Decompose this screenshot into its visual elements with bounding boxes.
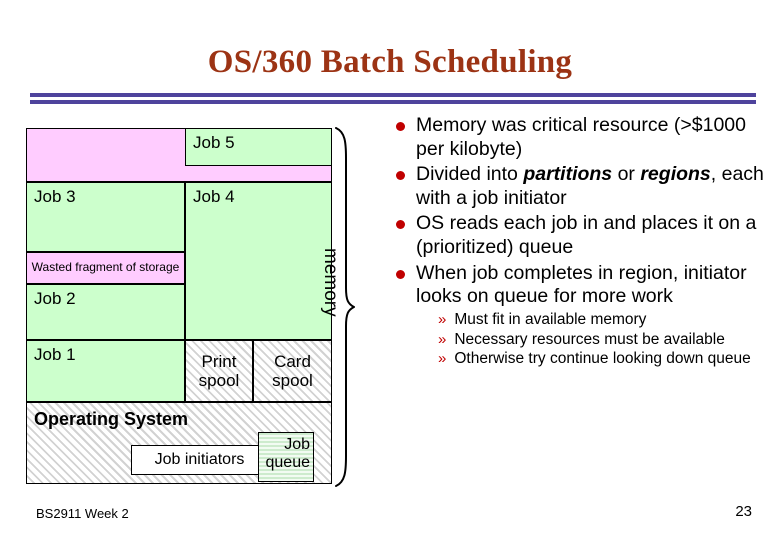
bullet-disc-icon	[396, 122, 405, 131]
bullet-disc-icon	[396, 171, 405, 181]
memory-block-card-spool: Card spool	[253, 340, 332, 402]
slide-number: 23	[735, 503, 752, 520]
bullet-text: Divided into partitions or regions, each…	[416, 163, 768, 210]
bullet-text-emphasis: regions	[640, 163, 711, 186]
bullet-disc-icon	[396, 269, 405, 279]
bullet-item: Divided into partitions or regions, each…	[396, 163, 768, 210]
memory-block-print-spool: Print spool	[185, 340, 253, 402]
memory-block-job-queue: Job queue	[258, 432, 314, 482]
memory-block-job4: Job 4	[185, 182, 332, 340]
page-title: OS/360 Batch Scheduling	[207, 44, 573, 80]
bullet-text-emphasis: partitions	[523, 163, 613, 186]
memory-block-job2: Job 2	[26, 284, 185, 340]
title-divider-bar-bottom	[30, 100, 756, 104]
sub-bullet-item: » Necessary resources must be available	[396, 331, 768, 350]
bullet-guillemet-icon: »	[438, 330, 447, 348]
memory-block-job-initiators: Job initiators	[131, 445, 268, 475]
bullet-item: When job completes in region, initiator …	[396, 262, 768, 309]
sub-bullet-item: » Must fit in available memory	[396, 311, 768, 330]
bullet-disc-icon	[396, 220, 405, 230]
memory-block-print-spool-label: Print spool	[198, 351, 240, 390]
memory-block-job5: Job 5	[185, 128, 332, 166]
memory-block-job4-label: Job 4	[193, 187, 235, 206]
memory-block-job5-label: Job 5	[193, 133, 235, 152]
bullet-item: Memory was critical resource (>$1000 per…	[396, 114, 768, 161]
memory-block-job-initiators-label: Job initiators	[154, 451, 245, 469]
title-divider-bar-top	[30, 93, 756, 97]
title-divider	[30, 93, 756, 104]
sub-bullet-item: » Otherwise try continue looking down qu…	[396, 350, 768, 369]
memory-block-operating-system-label: Operating System	[34, 409, 189, 429]
bullet-text-segment: , each with a job initiator	[416, 163, 764, 209]
bullet-text-segment: Divided into	[416, 163, 524, 186]
memory-block-wasted-fragment-label: Wasted fragment of storage	[31, 260, 180, 275]
sub-bullet-text: Must fit in available memory	[454, 310, 647, 328]
bullet-text: When job completes in region, initiator …	[416, 261, 747, 308]
bullet-text: OS reads each job in and places it on a …	[416, 212, 757, 258]
memory-brace-icon	[333, 126, 355, 488]
memory-block-job1-label: Job 1	[34, 345, 76, 364]
memory-axis-label: memory	[320, 248, 341, 317]
memory-block-job3: Job 3	[26, 182, 185, 252]
sub-bullet-text: Otherwise try continue looking down queu…	[454, 350, 751, 368]
memory-layout-diagram: Job 5 Job 3 Wasted fragment of storage J…	[26, 128, 332, 484]
bullet-guillemet-icon: »	[438, 310, 447, 328]
sub-bullet-text: Necessary resources must be available	[454, 330, 725, 348]
bullet-text-segment: or	[612, 163, 641, 186]
memory-block-wasted-fragment: Wasted fragment of storage	[26, 252, 185, 284]
bullet-list: Memory was critical resource (>$1000 per…	[396, 114, 768, 370]
bullet-guillemet-icon: »	[438, 350, 447, 368]
memory-block-job2-label: Job 2	[34, 289, 76, 308]
memory-block-job1: Job 1	[26, 340, 185, 402]
memory-block-job3-label: Job 3	[34, 187, 76, 206]
bullet-text: Memory was critical resource (>$1000 per…	[416, 114, 746, 160]
memory-block-job-queue-label: Job queue	[265, 436, 311, 471]
memory-block-card-spool-label: Card spool	[272, 351, 313, 390]
footer-course-label: BS2911 Week 2	[36, 506, 129, 521]
bullet-item: OS reads each job in and places it on a …	[396, 212, 768, 259]
